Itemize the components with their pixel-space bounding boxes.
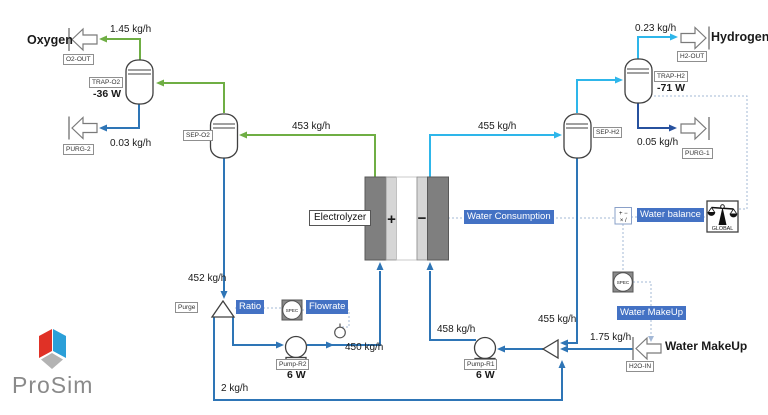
stream-mixer-to-pump-r1[interactable] [497, 345, 543, 353]
trap-o2-tag: TRAP-O2 [89, 77, 124, 88]
stream-h2-product[interactable] [637, 33, 678, 60]
stream-sep-o2-to-trap[interactable] [156, 79, 225, 114]
h2-product-flow-label: 0.23 kg/h [635, 23, 677, 34]
h2-purge-flow-label: 0.05 kg/h [637, 137, 679, 148]
h2-gas-flow-label: 455 kg/h [478, 121, 517, 132]
flow-gauge-icon[interactable] [334, 323, 346, 339]
o2-liquid-flow-label: 452 kg/h [188, 273, 227, 284]
stream-water-makeup[interactable] [560, 345, 633, 353]
trap-o2-duty-label: -36 W [93, 88, 122, 100]
h2o-in-port-arrow[interactable] [632, 336, 662, 361]
cathode-feed-flow-label: 458 kg/h [437, 324, 476, 335]
h2-out-tag: H2-OUT [677, 51, 708, 62]
prosim-logo-icon [39, 329, 66, 369]
feed-mixer[interactable] [541, 338, 559, 360]
calculator-row1: + − [619, 211, 628, 217]
o2-gas-flow-label: 453 kg/h [292, 121, 331, 132]
spec-icon-label: SPEC [617, 280, 630, 285]
h2o-in-tag: H2O-IN [626, 361, 655, 372]
h2-liquid-flow-label: 455 kg/h [538, 314, 577, 325]
water-balance-label[interactable]: Water balance [637, 208, 704, 222]
trap-h2-duty-label: -71 W [657, 82, 686, 94]
o2-purge-flow-label: 0.03 kg/h [110, 138, 152, 149]
stream-o2-purge[interactable] [99, 103, 140, 132]
sep-h2-tag: SEP-H2 [593, 127, 623, 138]
pump-r2-power-label: 6 W [287, 369, 306, 381]
cathode-minus-sign: − [418, 210, 427, 227]
water-makeup-spec-label[interactable]: Water MakeUp [617, 306, 686, 320]
spec-icon-label: SPEC [286, 308, 299, 313]
sep-o2-tag: SEP-O2 [183, 130, 213, 141]
trap-h2-tag: TRAP-H2 [654, 71, 688, 82]
pump-r2[interactable] [284, 335, 308, 362]
dotted-arrowhead [648, 336, 654, 342]
water-makeup-product-label: Water MakeUp [665, 339, 748, 353]
stream-cathode-feed[interactable] [426, 262, 477, 341]
stream-h2-gas[interactable] [429, 131, 562, 178]
anode-plus-sign: + [387, 211, 396, 228]
global-balance-label: GLOBAL [712, 226, 734, 232]
o2-product-flow-label: 1.45 kg/h [110, 24, 152, 35]
recycle-flow-label: 2 kg/h [221, 383, 249, 394]
pump-r2-tag: Pump-R2 [276, 359, 310, 370]
flowrate-spec-label[interactable]: Flowrate [306, 300, 349, 314]
stream-o2-liquid[interactable] [220, 158, 228, 299]
vessel-sep-h2[interactable] [563, 113, 592, 159]
o2-out-tag: O2-OUT [63, 54, 94, 65]
stream-h2-purge[interactable] [637, 103, 677, 132]
stream-recycle[interactable] [213, 317, 566, 401]
stream-h2-liquid[interactable] [560, 158, 578, 347]
calculator-icon[interactable]: + − × / [614, 207, 632, 225]
purg-2-port-arrow[interactable] [68, 116, 98, 140]
oxygen-product-label: Oxygen [27, 33, 73, 47]
anode-feed-flow-label: 450 kg/h [345, 342, 384, 353]
o2-out-port-arrow[interactable] [68, 27, 98, 52]
vessel-sep-o2[interactable] [209, 113, 239, 159]
pump-r1[interactable] [473, 336, 497, 363]
makeup-flow-label: 1.75 kg/h [590, 332, 632, 343]
pump-r1-tag: Pump-R1 [464, 359, 498, 370]
dotted-trap-to-balance-line [650, 95, 748, 210]
purge-splitter-tag: Purge [175, 302, 199, 313]
calculator-row2: × / [620, 218, 627, 224]
spec-icon-ratio[interactable]: SPEC [281, 299, 303, 321]
stream-o2-product[interactable] [99, 35, 141, 62]
vessel-trap-o2[interactable] [125, 59, 154, 105]
stream-o2-gas[interactable] [239, 131, 376, 178]
pump-r1-power-label: 6 W [476, 369, 495, 381]
stream-sep-h2-to-trap[interactable] [576, 76, 623, 114]
purge-splitter[interactable] [210, 299, 236, 318]
purg-1-port-arrow[interactable] [680, 116, 710, 141]
purg-2-tag: PURG-2 [63, 144, 94, 155]
prosim-logo-text: ProSim [12, 372, 94, 398]
spec-icon-makeup[interactable]: SPEC [612, 271, 634, 293]
global-balance-icon[interactable]: GLOBAL [706, 200, 739, 233]
h2-out-port-arrow[interactable] [680, 26, 710, 50]
ratio-spec-label[interactable]: Ratio [236, 300, 265, 314]
dotted-spec-to-makeup-line [633, 281, 652, 337]
vessel-trap-h2[interactable] [624, 58, 653, 104]
electrolyzer-unit[interactable]: + − [364, 176, 449, 261]
hydrogen-product-label: Hydrogen [711, 30, 768, 44]
stream-anode-feed[interactable] [307, 262, 384, 349]
purg-1-tag: PURG-1 [682, 148, 713, 159]
electrolyzer-label: Electrolyzer [309, 210, 372, 226]
water-consumption-label[interactable]: Water Consumption [464, 210, 554, 224]
stream-splitter-to-pump-r2[interactable] [232, 317, 284, 349]
